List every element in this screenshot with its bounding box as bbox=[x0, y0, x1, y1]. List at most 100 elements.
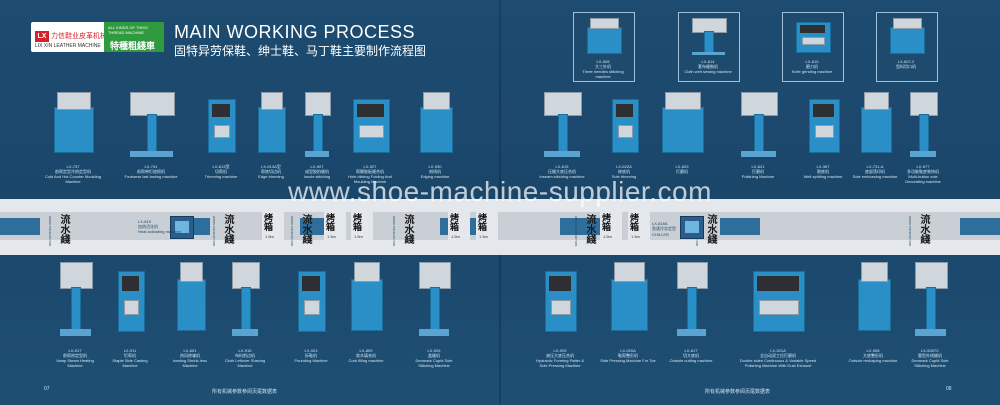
machine-code: LX-930 bbox=[428, 164, 442, 169]
heat-activator-english: Heat activating machine bbox=[138, 229, 181, 234]
oven-length: 1.5m bbox=[631, 234, 640, 239]
machine-code: LX-601 bbox=[183, 348, 197, 353]
oven-3: 烤箱 1.5m bbox=[448, 212, 470, 240]
footer-note-left: 所有机械参数参阅页尾数据表 bbox=[212, 389, 278, 395]
machine-english-name: Edge trimming bbox=[258, 174, 284, 179]
belt-tunnel-1 bbox=[680, 216, 704, 239]
machine-english-name: Pounding Machine bbox=[294, 358, 328, 363]
machine-head bbox=[57, 92, 91, 110]
machine-base bbox=[910, 151, 936, 157]
machine-column bbox=[558, 114, 568, 153]
machine-photo bbox=[110, 258, 150, 342]
oven-label: 烤箱 bbox=[325, 213, 335, 231]
logo-english-name: LIX XIN LEATHER MACHINE bbox=[35, 43, 101, 49]
machine-english-name: Knife grinding machine bbox=[791, 69, 833, 74]
machine-name: 多功能鞋底装饰机 bbox=[907, 169, 939, 174]
machine-tool bbox=[759, 300, 799, 315]
oven-length: 1.5m bbox=[479, 234, 488, 239]
page-number-left: 07 bbox=[44, 386, 50, 392]
machine-column bbox=[71, 287, 81, 331]
machine-name: 切帮机 bbox=[215, 169, 227, 174]
page-number-right: 08 bbox=[946, 386, 952, 392]
machine-tool bbox=[124, 300, 139, 315]
machine-photo bbox=[536, 258, 584, 342]
machine-head bbox=[864, 92, 889, 110]
machine-name: 刻线机 bbox=[429, 169, 441, 174]
machine-column bbox=[704, 31, 714, 54]
machine-photo bbox=[200, 88, 242, 162]
oven-length: 1.5m bbox=[451, 234, 460, 239]
machine-column bbox=[147, 114, 157, 153]
machine-name: 前帮定型冷热定型机 bbox=[55, 169, 91, 174]
machine-photo bbox=[879, 16, 933, 58]
machine-photo bbox=[168, 258, 212, 342]
oven-label: 烤箱 bbox=[629, 213, 639, 231]
machine-head bbox=[590, 18, 619, 29]
oven-length: 1.5m bbox=[603, 234, 612, 239]
flow-english-3: WORK PRODUCTION bbox=[392, 216, 396, 247]
machine-code: LX-622A bbox=[616, 164, 632, 169]
belt-stripe-0 bbox=[0, 218, 40, 235]
machine-photo bbox=[738, 258, 818, 342]
machine-english-name: Sole trimming bbox=[611, 174, 637, 179]
machine-head bbox=[915, 262, 948, 289]
oven-label: 烤箱 bbox=[477, 213, 487, 231]
machine-name: 前帮带钉放楦机 bbox=[137, 169, 165, 174]
machine-code: LX-926TC bbox=[920, 348, 940, 353]
machine-body bbox=[258, 107, 286, 153]
machine-tool bbox=[359, 125, 384, 138]
machine-name: 大底整形机 bbox=[863, 353, 883, 358]
machine-name: 鞋帮整形机 bbox=[618, 353, 638, 358]
machine-photo bbox=[668, 258, 714, 342]
flow-english-0: WORK PRODUCTION bbox=[48, 216, 52, 247]
page-subtitle: 固特异劳保鞋、绅士鞋、马丁鞋主要制作流程图 bbox=[174, 44, 427, 58]
machine-head bbox=[893, 18, 922, 29]
page-title: MAIN WORKING PROCESS bbox=[174, 22, 416, 42]
machine-column bbox=[919, 114, 929, 153]
machine-name: 套布缝制机 bbox=[698, 64, 718, 69]
machine-english-name: Sole embossing machine bbox=[852, 174, 898, 179]
machine-name: 液压大底压合机 bbox=[546, 353, 574, 358]
machine-english-name: Side Pressing Machine For Toe bbox=[600, 358, 656, 363]
flow-english-1: WORK PRODUCTION bbox=[212, 216, 216, 247]
machine-head bbox=[861, 262, 888, 282]
machine-english-name: Denmark Cupid Sole Stitching Machine bbox=[415, 358, 453, 368]
machine-english-name: heating Shrink-less Machine bbox=[172, 358, 208, 368]
machine-english-name: Cork filling machine bbox=[348, 358, 384, 363]
machine-name: 布料剪边机 bbox=[235, 353, 255, 358]
machine-code: LX-923 bbox=[304, 348, 318, 353]
machine-head bbox=[665, 92, 701, 110]
machine-english-name: Cold And Hot Counter Moulding Machine bbox=[44, 174, 102, 184]
machine-head bbox=[677, 262, 708, 289]
machine-code: LX-977 bbox=[916, 164, 930, 169]
machine-name: 拆鞋机 bbox=[305, 353, 317, 358]
machine-name: 成型胶拍缝机 bbox=[305, 169, 329, 174]
machine-english-name: Outsole cutting machine bbox=[669, 358, 713, 363]
machine-panel bbox=[616, 104, 633, 117]
machine-body bbox=[890, 27, 925, 54]
machine-head bbox=[232, 262, 260, 289]
machine-photo bbox=[533, 88, 591, 162]
machine-name: 钉帮机 bbox=[124, 353, 136, 358]
machine-name: 重型外线缝机 bbox=[918, 353, 942, 358]
oven-label: 烤箱 bbox=[449, 213, 459, 231]
machine-code: LX-925 bbox=[553, 348, 567, 353]
logo-chinese-name: 力信鞋业皮革机械 bbox=[51, 33, 107, 40]
machine-photo bbox=[785, 16, 839, 58]
machine-photo bbox=[50, 258, 100, 342]
machine-code: LX-927 bbox=[363, 164, 377, 169]
